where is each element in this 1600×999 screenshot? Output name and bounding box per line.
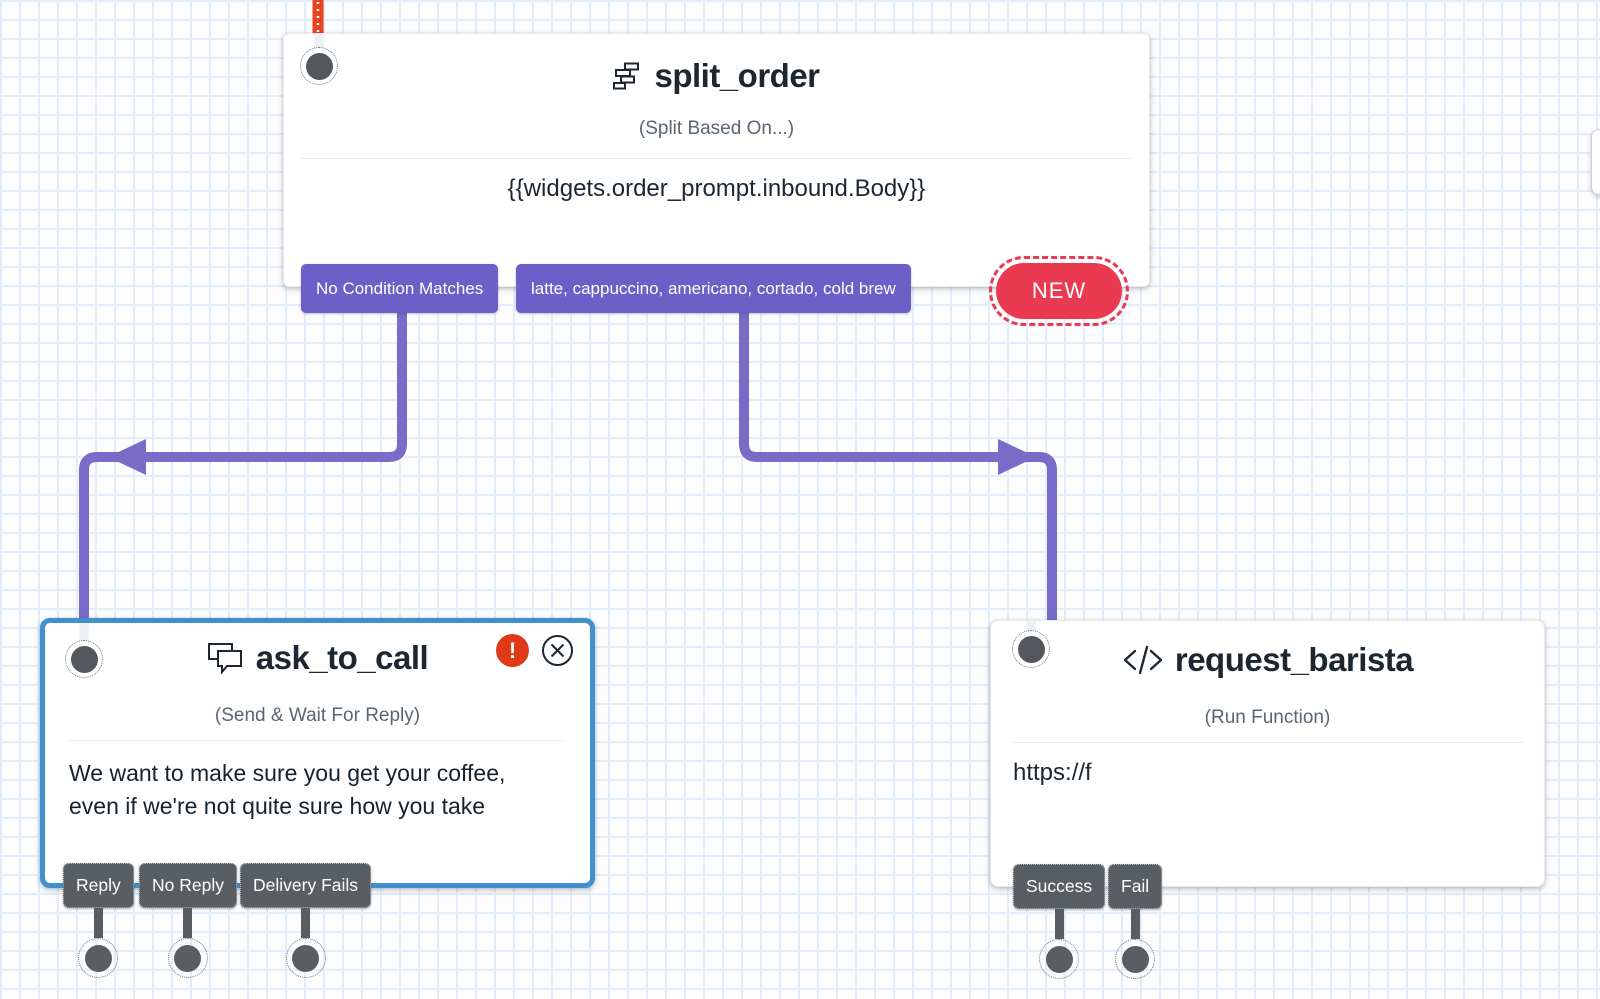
- anchor-dot: [305, 52, 333, 80]
- divider: [300, 158, 1133, 159]
- divider: [1011, 742, 1524, 743]
- offscreen-node-edge[interactable]: [1591, 129, 1600, 195]
- port-anchor[interactable]: [1039, 939, 1080, 979]
- new-transition-label: NEW: [996, 263, 1122, 319]
- transition-success[interactable]: Success: [1013, 864, 1106, 909]
- transition-condition-list[interactable]: latte, cappuccino, americano, cortado, c…: [516, 264, 911, 313]
- transition-reply[interactable]: Reply: [63, 863, 134, 908]
- inbound-stem: [1026, 621, 1036, 631]
- function-url: https://f: [1013, 759, 1092, 786]
- node-type-label: (Send & Wait For Reply): [214, 705, 421, 726]
- anchor-dot: [70, 645, 98, 673]
- port-stem: [301, 908, 311, 938]
- anchor-dot: [1121, 945, 1149, 973]
- port-reply: Reply: [63, 863, 134, 978]
- port-anchor[interactable]: [78, 938, 119, 978]
- node-request-barista[interactable]: request_barista (Run Function) https://f…: [990, 620, 1545, 979]
- split-icon: [613, 62, 643, 90]
- node-type-label: (Split Based On...): [638, 118, 795, 139]
- node-split-order[interactable]: split_order (Split Based On...) {{widget…: [283, 33, 1150, 326]
- anchor-dot: [292, 944, 320, 972]
- anchor-dot: [84, 944, 112, 972]
- port-stem: [93, 908, 103, 938]
- port-anchor[interactable]: [167, 938, 208, 978]
- new-transition-button[interactable]: NEW: [989, 256, 1129, 326]
- split-condition-value: {{widgets.order_prompt.inbound.Body}}: [507, 175, 926, 202]
- node-title: ask_to_call: [255, 639, 429, 676]
- port-anchor[interactable]: [285, 938, 326, 978]
- inbound-stem: [79, 623, 89, 641]
- code-icon: [1122, 643, 1164, 677]
- anchor-dot: [174, 944, 202, 972]
- inbound-anchor[interactable]: [300, 47, 338, 85]
- close-icon[interactable]: [541, 634, 574, 667]
- transition-no-reply[interactable]: No Reply: [139, 863, 237, 908]
- inbound-anchor[interactable]: [65, 640, 103, 678]
- anchor-dot: [1045, 945, 1073, 973]
- node-type-label: (Run Function): [1204, 707, 1331, 728]
- port-delivery-fails: Delivery Fails: [240, 863, 372, 978]
- inbound-stem: [314, 34, 324, 48]
- connector-conditions-to-request: [739, 300, 1057, 625]
- anchor-dot: [1017, 635, 1045, 663]
- inbound-anchor[interactable]: [1012, 630, 1050, 668]
- port-stem: [1054, 909, 1064, 939]
- message-preview: We want to make sure you get your coffee…: [69, 757, 590, 823]
- chat-icon: [207, 642, 245, 674]
- connector-no-condition-to-ask: [79, 300, 407, 623]
- error-badge-icon[interactable]: !: [496, 634, 529, 667]
- message-line: even if we're not quite sure how you tak…: [69, 793, 486, 819]
- port-anchor[interactable]: [1115, 939, 1156, 979]
- message-line: We want to make sure you get your coffee…: [69, 760, 506, 786]
- port-success: Success: [1013, 864, 1106, 979]
- transition-delivery-fails[interactable]: Delivery Fails: [240, 863, 372, 908]
- node-ask-to-call[interactable]: ask_to_call ! (Send & Wait For Reply) We…: [40, 618, 595, 978]
- port-stem: [183, 908, 193, 938]
- transition-fail[interactable]: Fail: [1108, 864, 1163, 909]
- divider: [69, 740, 566, 741]
- transition-no-condition-matches[interactable]: No Condition Matches: [301, 264, 499, 313]
- node-title: split_order: [654, 57, 820, 94]
- port-no-reply: No Reply: [139, 863, 237, 978]
- port-stem: [1130, 909, 1140, 939]
- node-title: request_barista: [1174, 641, 1414, 678]
- port-fail: Fail: [1108, 864, 1163, 979]
